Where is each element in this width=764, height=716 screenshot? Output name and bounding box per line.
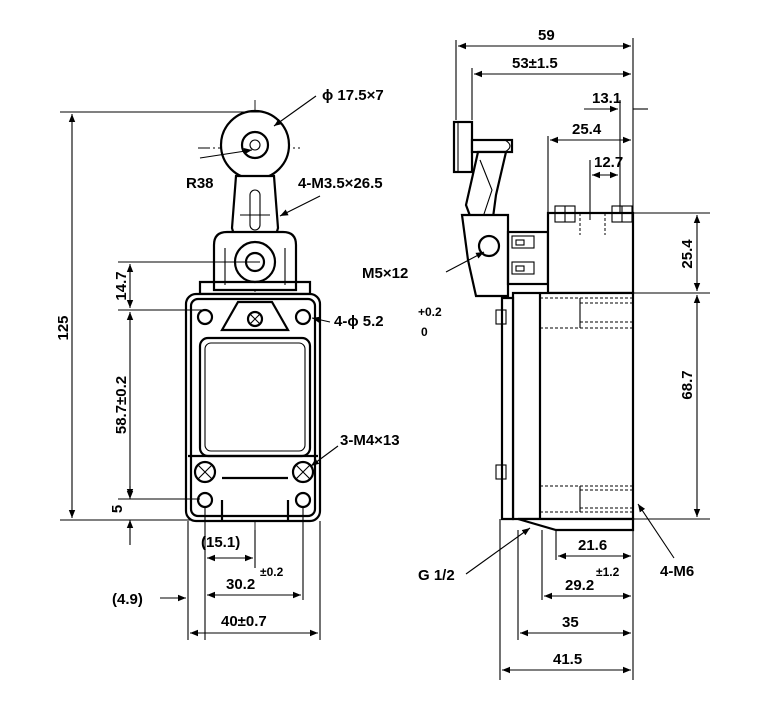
roller bbox=[219, 109, 291, 181]
side-top-dims: 59 53±1.5 13.1 25.4 12.7 bbox=[458, 27, 648, 179]
dim-40-label: 40±0.7 bbox=[221, 613, 267, 630]
side-view: 59 53±1.5 13.1 25.4 12.7 25.4 68.7 M5×12… bbox=[362, 27, 710, 680]
dim-25-4-top-label: 25.4 bbox=[572, 121, 602, 138]
front-leaders: ϕ 17.5×7 R38 4-M3.5×26.5 4-ϕ 5.2 +0.2 0 … bbox=[186, 87, 442, 467]
dim-30-2-tol: ±0.2 bbox=[260, 565, 284, 579]
side-body bbox=[495, 291, 635, 532]
dim-41-5-label: 41.5 bbox=[553, 651, 582, 668]
side-extension-lines bbox=[455, 38, 710, 680]
switch-body bbox=[184, 292, 322, 523]
radius-label: R38 bbox=[186, 175, 214, 192]
dim-5-label: 5 bbox=[109, 505, 126, 513]
dim-21-6-label: 21.6 bbox=[578, 537, 607, 554]
dim-29-2-tol: ±1.2 bbox=[596, 565, 620, 579]
front-bottom-dims: (15.1) 30.2 ±0.2 (4.9) 40±0.7 bbox=[112, 508, 321, 640]
thread-m6-label: 4-M6 bbox=[660, 563, 694, 580]
dim-58-7: 58.7±0.2 bbox=[113, 312, 200, 500]
dim-5: 5 bbox=[109, 486, 134, 545]
conduit-label: G 1/2 bbox=[418, 567, 455, 584]
dim-125-label: 125 bbox=[55, 315, 72, 340]
side-bottom-dims: 21.6 29.2 ±1.2 35 41.5 bbox=[502, 537, 631, 674]
dim-125: 125 bbox=[55, 111, 260, 521]
screw-m5-label: M5×12 bbox=[362, 265, 408, 282]
dim-4-9-label: (4.9) bbox=[112, 591, 143, 608]
dim-35-label: 35 bbox=[562, 614, 579, 631]
dim-13-1-label: 13.1 bbox=[592, 90, 621, 107]
side-lever bbox=[452, 120, 550, 298]
dim-29-2-label: 29.2 bbox=[565, 577, 594, 594]
dim-30-2-label: 30.2 bbox=[226, 576, 255, 593]
mount-holes-tol-upper: +0.2 bbox=[418, 305, 442, 319]
dim-14-7: 14.7 bbox=[113, 261, 260, 311]
roller-label: ϕ 17.5×7 bbox=[322, 87, 384, 104]
front-view: 125 14.7 58.7±0.2 5 ϕ 17.5×7 R38 bbox=[55, 87, 442, 640]
dim-14-7-label: 14.7 bbox=[113, 271, 130, 300]
mount-holes-label: 4-ϕ 5.2 bbox=[334, 313, 384, 330]
dim-15-1-label: (15.1) bbox=[201, 534, 240, 551]
side-leaders: M5×12 G 1/2 4-M6 bbox=[362, 251, 694, 584]
dim-68-7-label: 68.7 bbox=[679, 370, 696, 399]
side-right-dims: 25.4 68.7 bbox=[679, 215, 701, 517]
side-head bbox=[546, 205, 635, 295]
cover-screws-label: 3-M4×13 bbox=[340, 432, 400, 449]
mount-holes-tol-lower: 0 bbox=[421, 325, 428, 339]
dim-25-4-right-label: 25.4 bbox=[679, 239, 696, 269]
dim-59-label: 59 bbox=[538, 27, 555, 44]
dim-12-7-label: 12.7 bbox=[594, 154, 623, 171]
dim-58-7-label: 58.7±0.2 bbox=[113, 376, 130, 434]
lever-mount bbox=[198, 230, 312, 296]
lever-screws-label: 4-M3.5×26.5 bbox=[298, 175, 383, 192]
dim-53-label: 53±1.5 bbox=[512, 55, 558, 72]
